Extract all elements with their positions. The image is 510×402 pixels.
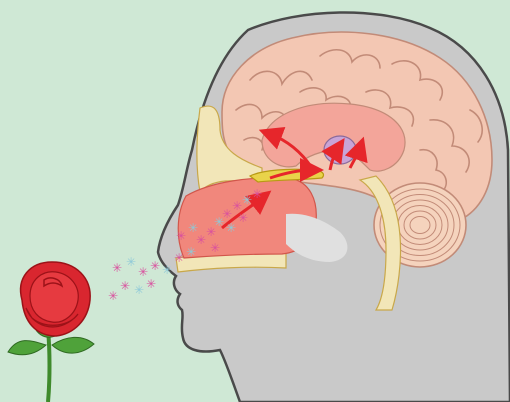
odor-particle-icon: ✳ [174, 251, 184, 265]
odor-particle-icon: ✳ [162, 263, 172, 277]
odor-particle-icon: ✳ [252, 187, 262, 201]
odor-particle-icon: ✳ [126, 255, 136, 269]
odor-particle-icon: ✳ [108, 289, 118, 303]
odor-particle-icon: ✳ [112, 261, 122, 275]
odor-particle-icon: ✳ [196, 233, 206, 247]
odor-particle-icon: ✳ [146, 277, 156, 291]
odor-particle-icon: ✳ [188, 221, 198, 235]
rose-stem [48, 330, 50, 402]
odor-particle-icon: ✳ [150, 259, 160, 273]
odor-particle-icon: ✳ [176, 229, 186, 243]
odor-particle-icon: ✳ [210, 241, 220, 255]
odor-particle-icon: ✳ [120, 279, 130, 293]
odor-particle-icon: ✳ [226, 221, 236, 235]
rose-petal [30, 272, 78, 323]
odor-particle-icon: ✳ [186, 245, 196, 259]
thalamus [324, 136, 356, 164]
odor-particle-icon: ✳ [242, 193, 252, 207]
odor-particle-icon: ✳ [134, 283, 144, 297]
odor-particle-icon: ✳ [222, 207, 232, 221]
odor-particle-icon: ✳ [238, 211, 248, 225]
